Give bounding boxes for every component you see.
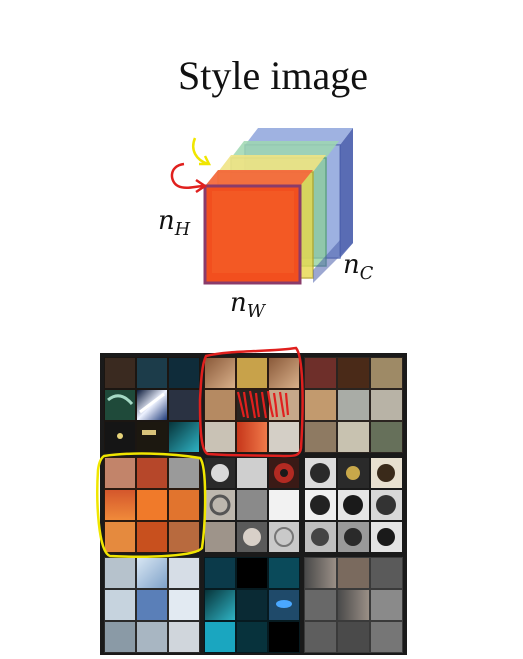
green-channel-top xyxy=(231,141,339,158)
feature-block-0-0 xyxy=(104,357,200,453)
diagram-title: Style image xyxy=(178,53,368,98)
width-label: nW xyxy=(230,288,265,323)
red-scribble-marks xyxy=(236,390,290,419)
red-channel-top xyxy=(205,170,313,186)
feature-block-1-0 xyxy=(104,457,200,553)
feature-block-0-1 xyxy=(204,357,300,453)
feature-block-2-0 xyxy=(104,557,200,653)
yellow-arrowhead xyxy=(199,155,212,166)
yellow-highlight-outline xyxy=(96,452,207,558)
blue-channel-top xyxy=(245,128,353,145)
height-label: nH xyxy=(158,206,191,241)
red-curved-arrow xyxy=(170,162,205,190)
red-channel-inner xyxy=(212,191,294,273)
feature-block-0-2 xyxy=(304,357,403,453)
feature-block-1-2 xyxy=(304,457,403,553)
feature-block-1-1 xyxy=(204,457,300,553)
feature-block-2-1 xyxy=(204,557,300,653)
yellow-channel-top xyxy=(218,155,326,172)
volume-side-edge xyxy=(313,128,353,283)
feature-block-2-2 xyxy=(304,557,403,653)
channel-label: nC xyxy=(343,250,374,285)
red-arrowhead xyxy=(195,178,208,194)
channel-volume xyxy=(203,128,353,285)
red-highlight-outline xyxy=(198,346,304,458)
